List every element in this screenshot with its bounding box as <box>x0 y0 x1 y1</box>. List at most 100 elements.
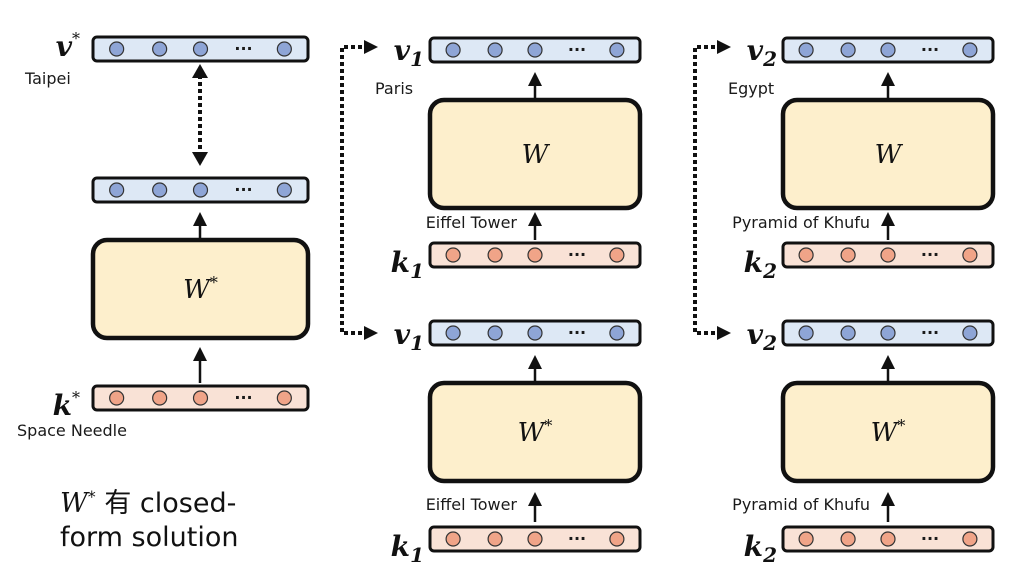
example2-key-vector-top-node <box>880 247 896 263</box>
example1-key-vector-bottom-node <box>609 531 625 547</box>
note-w-star: * <box>87 487 96 506</box>
example2-connector-arrowhead-top <box>717 40 731 54</box>
v2-symbol-top: v2 <box>747 34 777 71</box>
example2-value-vector-bottom-node <box>798 325 814 341</box>
note-line-2: form solution <box>60 522 239 553</box>
example2-dotted-connector <box>693 45 715 335</box>
k2-symbol-bottom: k2 <box>744 530 777 567</box>
example2-key-vector-bottom-node <box>840 531 856 547</box>
example2-matrix-w: W <box>780 97 996 211</box>
double-arrow-head-up <box>192 64 208 78</box>
v-star-symbol: v* <box>56 29 80 63</box>
v2-symbol-bottom: v2 <box>747 318 777 355</box>
target-value-vector-node <box>152 41 168 57</box>
output-vector-node <box>109 182 125 198</box>
example1-matrix-w-label: W <box>522 140 551 170</box>
note-line-1: W* 有 closed- <box>60 480 238 521</box>
example1-key-vector-bottom-node <box>445 531 461 547</box>
example2-value-vector-bottom-node <box>962 325 978 341</box>
note-w-symbol: W <box>60 488 88 519</box>
output-vector-node <box>152 182 168 198</box>
example2-value-vector-bottom-node <box>840 325 856 341</box>
target-value-vector-node <box>109 41 125 57</box>
target-value-vector-node <box>276 41 292 57</box>
example1-matrix-w-box <box>427 97 643 211</box>
example2-key-vector-top-node <box>962 247 978 263</box>
k1-symbol-bottom: k1 <box>391 530 424 567</box>
example2-key-vector-bottom-ellipsis: ··· <box>921 529 939 548</box>
target-key-vector: ··· <box>91 384 310 412</box>
target-key-vector-node <box>152 390 168 406</box>
example1-value-vector-bottom-node <box>487 325 503 341</box>
target-key-vector-ellipsis: ··· <box>234 388 252 407</box>
example2-key-vector-top-node <box>840 247 856 263</box>
example1-value-vector-bottom-ellipsis: ··· <box>568 323 586 342</box>
example1-connector-arrowhead-bottom <box>364 326 378 340</box>
output-vector-node <box>192 182 209 198</box>
example2-matrix-w-star: W* <box>780 380 996 484</box>
example1-key-vector-bottom: ··· <box>428 525 642 553</box>
taipei-label: Taipei <box>24 69 71 88</box>
example2-key-vector-bottom-node <box>962 531 978 547</box>
example1-key-vector-top-node <box>445 247 461 263</box>
example2-key-vector-bottom: ··· <box>781 525 995 553</box>
example1-key-vector-bottom-node <box>527 531 543 547</box>
example2-value-vector-bottom-node <box>880 325 896 341</box>
example2-key-vector-bottom-node <box>880 531 896 547</box>
matrix-w-star-target-box <box>90 237 311 341</box>
example2-connector-arrowhead-bottom <box>717 326 731 340</box>
k2-symbol-top: k2 <box>744 246 777 283</box>
matrix-w-star-target: W* <box>90 237 311 341</box>
v1-symbol-bottom: v1 <box>394 318 424 355</box>
example2-value-vector-top: ··· <box>781 36 995 64</box>
example2-matrix-w-box <box>780 97 996 211</box>
target-key-vector-node <box>192 390 209 406</box>
example1-value-label: Paris <box>375 79 413 98</box>
example2-value-vector-top-node <box>962 42 978 58</box>
target-key-vector-node <box>276 390 292 406</box>
example1-dotted-connector <box>340 45 362 335</box>
example1-key-vector-top-node <box>527 247 543 263</box>
example1-value-vector-top-ellipsis: ··· <box>568 40 586 59</box>
example1-key-vector-top-node <box>609 247 625 263</box>
example1-connector-arrowhead-top <box>364 40 378 54</box>
target-value-vector-node <box>192 41 209 57</box>
example1-key-vector-top-ellipsis: ··· <box>568 245 586 264</box>
double-arrow-head-down <box>192 152 208 166</box>
example2-value-vector-top-node <box>798 42 814 58</box>
example1-value-vector-bottom-node <box>445 325 461 341</box>
space-needle-label: Space Needle <box>17 421 127 440</box>
example1-key-vector-top: ··· <box>428 241 642 269</box>
v1-symbol-top: v1 <box>394 34 424 71</box>
example2-value-label: Egypt <box>728 79 774 98</box>
example1-value-vector-top-node <box>445 42 461 58</box>
example2-matrix-w-star-box <box>780 380 996 484</box>
target-key-vector-node <box>109 390 125 406</box>
example2-value-vector-top-node <box>880 42 896 58</box>
example1-value-vector-top: ··· <box>428 36 642 64</box>
k-star-symbol: k* <box>53 388 80 422</box>
example1-value-vector-top-node <box>609 42 625 58</box>
example1-value-vector-top-node <box>527 42 543 58</box>
target-value-vector: ··· <box>91 35 310 63</box>
example1-key-vector-bottom-ellipsis: ··· <box>568 529 586 548</box>
example1-value-vector-top-node <box>487 42 503 58</box>
example2-key-vector-top-ellipsis: ··· <box>921 245 939 264</box>
example2-key-label-bottom: Pyramid of Khufu <box>732 495 870 514</box>
example1-value-vector-bottom-node <box>527 325 543 341</box>
example2-key-vector-bottom-node <box>798 531 814 547</box>
example1-key-label-top: Eiffel Tower <box>426 213 518 232</box>
example2-value-vector-top-node <box>840 42 856 58</box>
target-value-vector-ellipsis: ··· <box>234 39 252 58</box>
example2-value-vector-bottom: ··· <box>781 319 995 347</box>
example2-key-label-top: Pyramid of Khufu <box>732 213 870 232</box>
example2-matrix-w-label: W <box>875 140 904 170</box>
example2-value-vector-bottom-ellipsis: ··· <box>921 323 939 342</box>
k1-symbol-top: k1 <box>391 246 424 283</box>
example1-key-vector-bottom-node <box>487 531 503 547</box>
example1-key-label-bottom: Eiffel Tower <box>426 495 518 514</box>
note-line-1-text: 有 closed- <box>95 488 237 519</box>
example2-key-vector-top-node <box>798 247 814 263</box>
output-vector: ··· <box>91 176 310 204</box>
